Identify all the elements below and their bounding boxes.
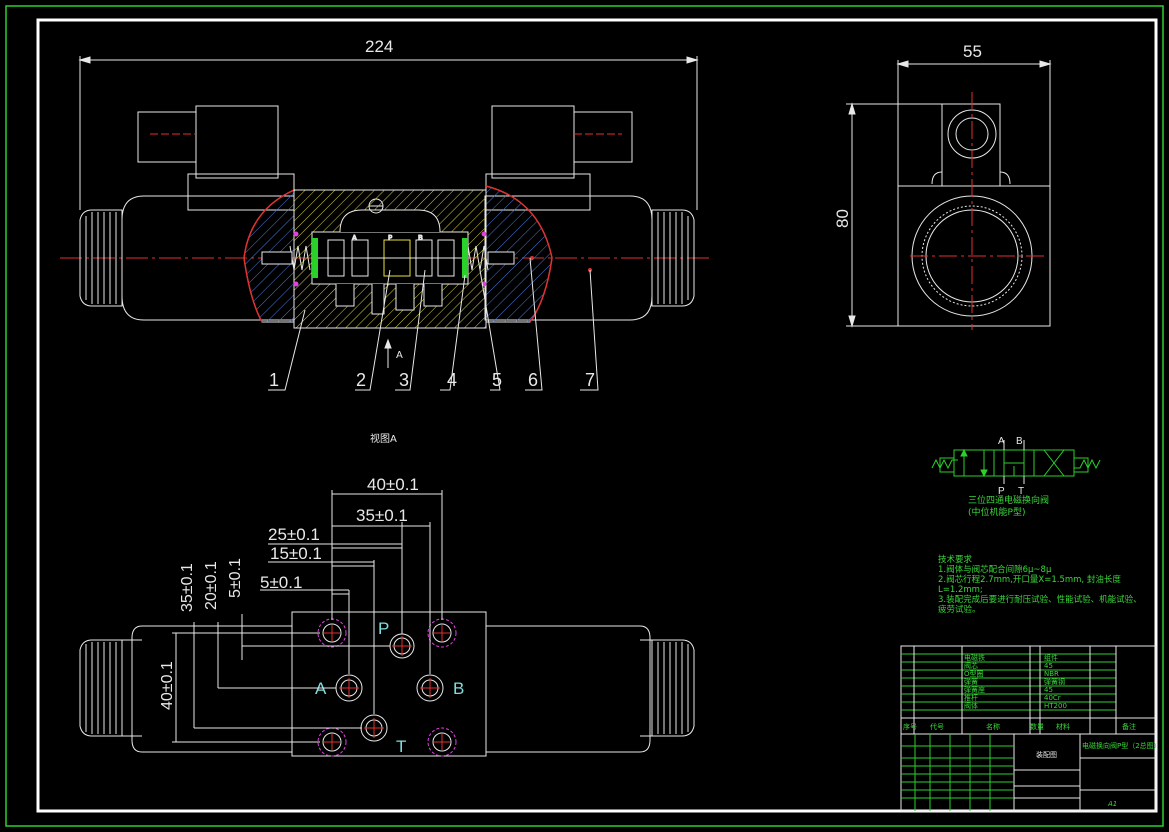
symbol-caption-1: 三位四通电磁换向阀: [968, 494, 1049, 506]
part-name: 电磁铁: [964, 653, 985, 662]
dim-5-horizontal: 5±0.1: [260, 573, 302, 592]
svg-text:P: P: [388, 234, 392, 242]
bottom-port-view: [79, 611, 695, 757]
sheet-size: A1: [1107, 800, 1117, 808]
part-name: 阀体: [964, 701, 978, 710]
view-a-label: 视图A: [370, 432, 397, 445]
port-p-label: P: [378, 619, 389, 638]
part-material: HT200: [1044, 702, 1067, 710]
header-note: 备注: [1122, 722, 1136, 731]
tech-note-line: 1.阀体与阀芯配合间隙6μ~8μ: [938, 564, 1052, 575]
dim-35-vertical: 35±0.1: [179, 563, 196, 612]
callout-leaders: [268, 257, 599, 391]
symbol-a: A: [998, 436, 1005, 447]
view-arrow: [384, 338, 392, 368]
tech-note-line: 2.阀芯行程2.7mm,开口量X=1.5mm, 封油长度: [938, 574, 1121, 585]
symbol-t: T: [1018, 486, 1024, 497]
front-section-view: A B P: [60, 105, 712, 329]
part-material: 45: [1044, 662, 1053, 670]
dim-80-label: 80: [833, 209, 852, 228]
spool: [318, 239, 462, 277]
dim-15-horizontal: 15±0.1: [270, 544, 322, 563]
port-b: [416, 674, 444, 702]
part-material: NBR: [1044, 670, 1059, 678]
right-knob: [651, 209, 695, 307]
svg-text:B: B: [418, 234, 423, 242]
callout-1: 1: [269, 370, 279, 390]
port-dimensions-vertical: [172, 614, 390, 743]
left-connector: [195, 105, 279, 179]
left-knob: [79, 209, 123, 307]
callout-5: 5: [492, 370, 502, 390]
callout-2: 2: [356, 370, 366, 390]
svg-text:A: A: [352, 234, 357, 242]
part-name: 弹簧座: [964, 685, 985, 694]
tech-note-line: 疲劳试验。: [938, 604, 981, 615]
dim-40-horizontal: 40±0.1: [367, 475, 419, 494]
part-material: 组件: [1044, 653, 1058, 662]
side-view: [897, 92, 1051, 330]
callout-numbers: 1 2 3 4 5 6 7: [269, 370, 595, 390]
dim-35-horizontal: 35±0.1: [356, 506, 408, 525]
dim-55-label: 55: [963, 42, 982, 61]
tech-note-line: 3.装配完成后要进行耐压试验、性能试验、机能试验、: [938, 594, 1142, 605]
part-material: 40Cr: [1044, 694, 1061, 702]
title-block: [900, 645, 1157, 812]
header-name: 名称: [986, 722, 1000, 731]
header-material: 材料: [1056, 722, 1070, 731]
callout-7: 7: [585, 370, 595, 390]
hydraulic-symbol: [931, 440, 1101, 484]
symbol-p: P: [998, 486, 1005, 497]
right-connector: [491, 105, 575, 179]
view-arrow-letter: A: [396, 350, 403, 361]
part-name-cell: 装配图: [1036, 750, 1057, 759]
dim-width: [896, 60, 1052, 186]
part-material: 45: [1044, 686, 1053, 694]
symbol-b: B: [1016, 436, 1023, 447]
header-qty: 数量: [1030, 722, 1044, 731]
port-b-label: B: [453, 679, 464, 698]
callout-3: 3: [399, 370, 409, 390]
callout-4: 4: [447, 370, 457, 390]
header-code: 代号: [930, 722, 944, 731]
dim-overall-length: [78, 56, 699, 210]
left-spring: [289, 238, 318, 278]
dim-40-vertical: 40±0.1: [159, 661, 176, 710]
part-name: 弹簧: [964, 677, 978, 686]
port-dimensions-horizontal: [260, 490, 443, 714]
dim-5-vertical: 5±0.1: [227, 558, 244, 598]
part-material: 弹簧钢: [1044, 677, 1065, 686]
tech-note-line: L=1.2mm;: [938, 585, 983, 595]
part-name: 阀芯: [964, 661, 978, 670]
symbol-caption-2: (中位机能P型): [968, 506, 1025, 518]
right-spring: [462, 238, 489, 278]
tech-notes-heading: 技术要求: [938, 554, 973, 565]
tech-notes: 技术要求 1.阀体与阀芯配合间隙6μ~8μ 2.阀芯行程2.7mm,开口量X=1…: [938, 554, 1142, 615]
dim-224-label: 224: [365, 37, 393, 56]
port-t-label: T: [396, 737, 406, 756]
drawing-title: 电磁换向阀P型（2总图）: [1082, 741, 1161, 750]
dim-25-horizontal: 25±0.1: [268, 525, 320, 544]
callout-6: 6: [528, 370, 538, 390]
dim-height: [846, 102, 942, 328]
part-name: O型圈: [964, 669, 984, 678]
dim-20-vertical: 20±0.1: [203, 561, 220, 610]
part-name: 推杆: [964, 693, 978, 702]
outer-frame: [5, 5, 1164, 827]
header-no: 序号: [903, 722, 917, 731]
mounting-face: [291, 611, 487, 757]
parts-list: 电磁铁 组件 阀芯 45 O型圈 NBR 弹簧 弹簧钢 弹簧座 45 推杆 40…: [964, 653, 1067, 710]
inner-frame: [36, 18, 1158, 813]
